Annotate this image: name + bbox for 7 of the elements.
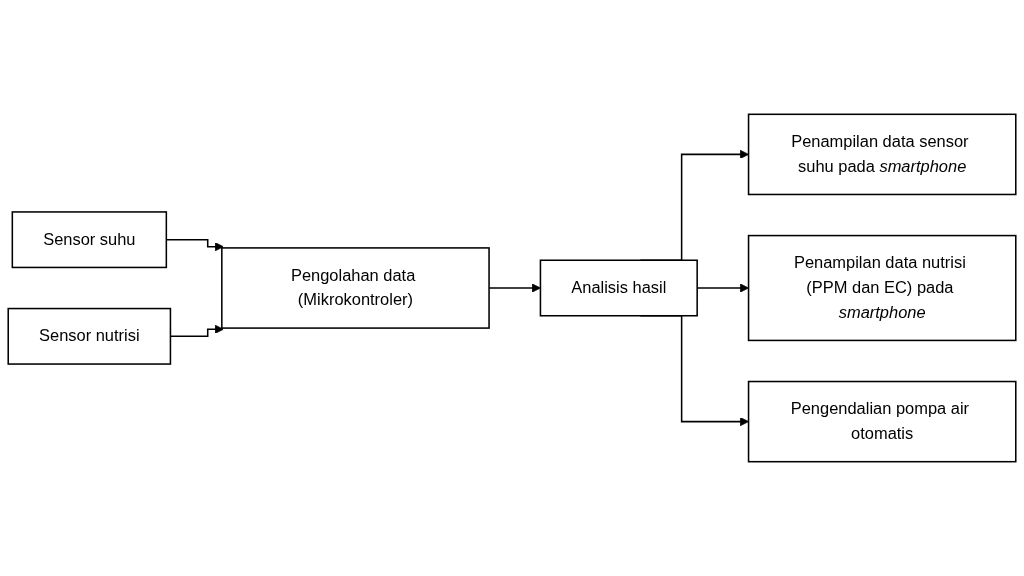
- node-box: Pengolahan data (Mikrokontroler): [221, 247, 490, 329]
- node-box: Analisis hasil: [539, 259, 698, 317]
- node-box: Sensor suhu: [11, 211, 168, 269]
- node-box: Pengendalian pompa air otomatis: [747, 380, 1017, 463]
- node-box: Penampilan data sensor suhu pada smartphone: [747, 113, 1017, 196]
- node-box: Sensor nutrisi: [7, 307, 172, 365]
- node-box: Penampilan data nutrisi (PPM dan EC) pada smartphone: [747, 234, 1017, 342]
